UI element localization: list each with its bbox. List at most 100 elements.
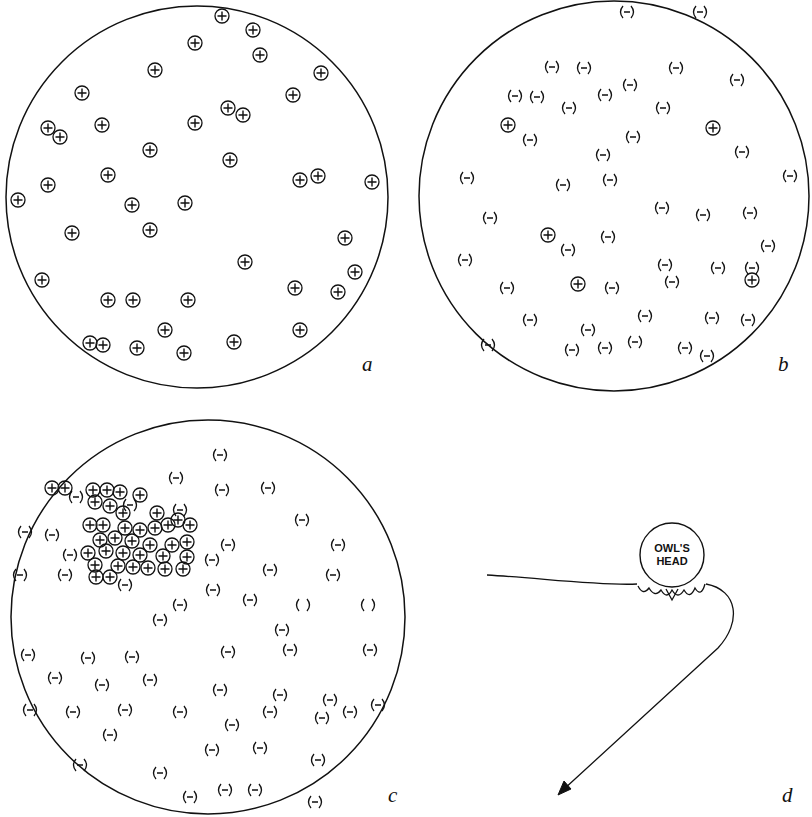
negative-charge <box>22 649 35 661</box>
negative-charge <box>74 759 87 771</box>
positive-charge <box>239 111 248 120</box>
positive-charge <box>104 296 113 305</box>
positive-charge <box>191 119 200 128</box>
positive-charge <box>125 534 139 548</box>
positive-charge <box>338 231 352 245</box>
negative-charge <box>119 704 132 716</box>
negative-charge <box>509 90 522 102</box>
positive-charge <box>45 481 59 495</box>
negative-charge <box>67 706 80 718</box>
negative-charge <box>64 549 77 561</box>
negative-charge <box>566 344 579 356</box>
positive-charge <box>136 491 145 500</box>
positive-charge <box>164 521 173 530</box>
positive-charge <box>289 91 298 100</box>
positive-charge <box>286 88 300 102</box>
negative-charge <box>207 584 220 596</box>
positive-charge <box>253 48 267 62</box>
positive-charge <box>183 553 192 562</box>
positive-charge <box>136 551 145 560</box>
positive-charge <box>341 234 350 243</box>
positive-charge <box>68 229 77 238</box>
positive-charge <box>53 130 67 144</box>
positive-charge <box>156 549 170 563</box>
positive-charge <box>314 66 328 80</box>
negative-charge <box>484 212 497 224</box>
negative-charge <box>324 694 337 706</box>
positive-charge <box>571 277 585 291</box>
negative-charge <box>49 672 62 684</box>
negative-charge <box>309 796 322 808</box>
positive-charge <box>96 536 105 545</box>
positive-charge <box>348 265 362 279</box>
negative-charge <box>524 134 537 146</box>
negative-charge <box>284 644 297 656</box>
positive-charge <box>11 193 25 207</box>
positive-charge <box>133 344 142 353</box>
positive-charge <box>86 339 95 348</box>
negative-charge <box>219 784 232 796</box>
positive-charge <box>238 255 252 269</box>
positive-charge <box>106 502 115 511</box>
negative-charge <box>621 6 634 18</box>
positive-charge <box>246 23 260 37</box>
positive-charge <box>183 518 197 532</box>
positive-charge <box>158 562 172 576</box>
negative-charge <box>657 102 670 114</box>
positive-charge <box>161 518 175 532</box>
negative-charge <box>364 644 377 656</box>
positive-charge <box>296 176 305 185</box>
negative-charge <box>762 240 775 252</box>
positive-charge <box>96 518 110 532</box>
negative-charge <box>14 569 27 581</box>
positive-charge <box>125 198 139 212</box>
positive-charge <box>748 276 757 285</box>
positive-charge <box>184 296 193 305</box>
node-label: OWL'S HEAD <box>648 542 696 568</box>
positive-charge <box>178 196 192 210</box>
positive-charge <box>83 336 97 350</box>
positive-charge <box>180 535 194 549</box>
negative-charge <box>226 719 239 731</box>
negative-charge <box>629 336 642 348</box>
negative-charge <box>501 282 514 294</box>
positive-charge <box>88 495 102 509</box>
beak <box>666 589 678 600</box>
positive-charge <box>176 562 190 576</box>
negative-charge <box>274 689 287 701</box>
positive-charge <box>296 326 305 335</box>
negative-charge <box>459 254 472 266</box>
positive-charge <box>116 488 125 497</box>
negative-charge <box>736 146 749 158</box>
negative-charge <box>557 179 570 191</box>
negative-charge <box>639 310 652 322</box>
positive-charge <box>35 273 49 287</box>
negative-charge <box>744 207 757 219</box>
negative-charge <box>124 499 137 511</box>
positive-charge <box>84 549 93 558</box>
positive-charge <box>113 485 127 499</box>
negative-charge <box>254 742 267 754</box>
positive-charge <box>41 178 55 192</box>
negative-charge <box>214 684 227 696</box>
negative-charge <box>606 282 619 294</box>
positive-charge <box>38 276 47 285</box>
positive-charge <box>119 509 128 518</box>
positive-charge <box>146 541 155 550</box>
positive-charge <box>256 51 265 60</box>
positive-charge <box>93 533 107 547</box>
negative-charge <box>119 579 132 591</box>
positive-charge <box>541 228 555 242</box>
positive-charge <box>236 108 250 122</box>
negative-charge <box>276 624 289 636</box>
positive-charge <box>291 284 300 293</box>
positive-charge <box>129 296 138 305</box>
positive-charge <box>146 146 155 155</box>
negative-charge <box>316 712 329 724</box>
panel-letter: d <box>782 783 793 808</box>
negative-charge <box>731 74 744 86</box>
negative-charge <box>582 324 595 336</box>
positive-charge <box>218 12 227 21</box>
negative-charge <box>184 791 197 803</box>
negative-charge <box>59 569 72 581</box>
